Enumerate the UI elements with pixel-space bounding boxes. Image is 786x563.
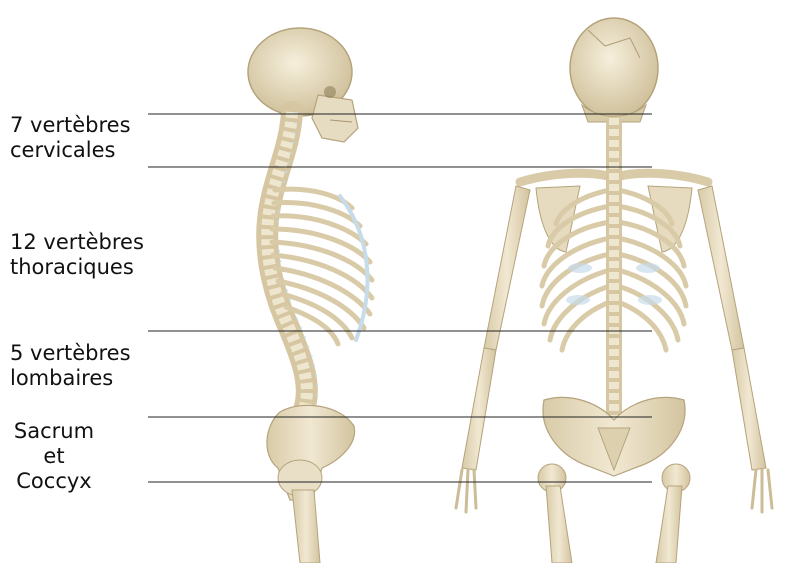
- label-line: lombaires: [10, 366, 131, 391]
- label-cervical-vertebrae: 7 vertèbres cervicales: [10, 113, 131, 163]
- side-view-skeleton: [248, 28, 372, 563]
- label-line: 5 vertèbres: [10, 341, 131, 366]
- label-line: et: [8, 444, 100, 469]
- label-line: 12 vertèbres: [10, 230, 144, 255]
- back-view-skeleton: [456, 18, 772, 563]
- label-line: cervicales: [10, 138, 131, 163]
- label-line: Sacrum: [8, 419, 100, 444]
- label-line: 7 vertèbres: [10, 113, 131, 138]
- label-line: thoraciques: [10, 255, 144, 280]
- label-line: Coccyx: [8, 469, 100, 494]
- back-skull: [570, 18, 658, 122]
- side-pelvis: [267, 405, 355, 500]
- side-femur: [292, 490, 320, 563]
- back-spine: [606, 118, 622, 418]
- side-skull: [248, 28, 358, 142]
- back-legs: [538, 464, 690, 563]
- label-thoracic-vertebrae: 12 vertèbres thoraciques: [10, 230, 144, 280]
- label-lumbar-vertebrae: 5 vertèbres lombaires: [10, 341, 131, 391]
- label-sacrum-coccyx: Sacrum et Coccyx: [8, 419, 100, 494]
